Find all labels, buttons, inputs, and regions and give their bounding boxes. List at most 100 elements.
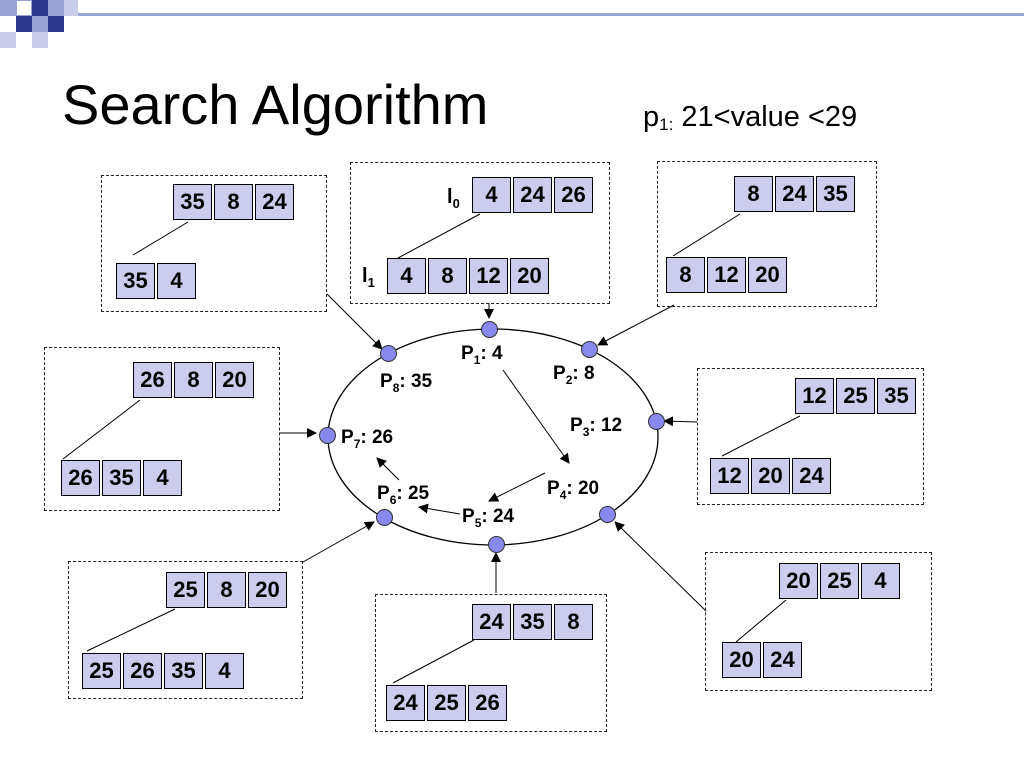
peer-label-p5: P5: 24	[462, 506, 515, 530]
table-cell: 4	[143, 460, 182, 496]
table-cell: 35	[816, 176, 855, 212]
table-cell: 20	[248, 572, 287, 608]
level-label-l1: l1	[362, 265, 375, 290]
table-cell: 12	[469, 258, 508, 294]
table-cell: 35	[164, 653, 203, 689]
peer-node-p2	[581, 341, 598, 358]
table-cell: 24	[792, 458, 831, 494]
tree-line-p5	[392, 639, 475, 684]
arrow-table-p4	[614, 521, 707, 612]
table-row-bottom-p1: 4 8 12 20	[387, 258, 551, 294]
decoration-bar	[78, 13, 1024, 16]
peer-label-p3: P3: 12	[570, 415, 623, 439]
peer-node-p1	[481, 321, 498, 338]
tree-line-p7	[62, 399, 141, 460]
peer-node-p5	[488, 536, 505, 553]
level-label-l0: l0	[447, 186, 460, 211]
table-row-bottom-p8: 35 4	[116, 263, 198, 299]
table-cell: 24	[472, 604, 511, 640]
routing-table-p8	[101, 175, 327, 312]
table-cell: 8	[734, 176, 773, 212]
table-cell: 26	[468, 685, 507, 721]
table-cell: 35	[116, 263, 155, 299]
route-p5-p6	[418, 503, 461, 515]
table-cell: 12	[707, 257, 746, 293]
arrow-table-p2	[597, 304, 675, 346]
table-row-top-p4: 20 25 4	[779, 563, 902, 599]
page-title: Search Algorithm	[62, 73, 489, 136]
peer-label-p2: P2: 8	[553, 363, 595, 387]
table-cell: 20	[751, 458, 790, 494]
table-cell: 35	[513, 604, 552, 640]
routing-table-p3	[697, 368, 924, 505]
table-cell: 4	[205, 653, 244, 689]
tree-line-p1	[397, 213, 481, 259]
table-row-top-p7: 26 8 20	[133, 362, 256, 398]
table-row-top-p3: 12 25 35	[795, 378, 918, 414]
tree-line-p2	[672, 213, 741, 257]
table-row-top-p6: 25 8 20	[166, 572, 289, 608]
table-cell: 24	[513, 177, 552, 213]
routing-table-p6	[68, 561, 303, 699]
table-cell: 26	[133, 362, 172, 398]
table-cell: 20	[748, 257, 787, 293]
table-cell: 24	[255, 184, 294, 220]
tree-line-p3	[721, 415, 801, 457]
peer-node-p6	[376, 509, 393, 526]
tree-line-p6	[86, 608, 176, 652]
table-cell: 20	[215, 362, 254, 398]
decoration-squares	[0, 0, 80, 55]
table-cell: 8	[666, 257, 705, 293]
table-row-top-p1: 4 24 26	[472, 177, 595, 213]
tree-line-p8	[132, 221, 189, 256]
table-cell: 4	[861, 563, 900, 599]
peer-node-p4	[599, 506, 616, 523]
table-row-bottom-p4: 20 24	[722, 642, 804, 678]
table-row-bottom-p3: 12 20 24	[710, 458, 833, 494]
routing-table-p5	[375, 594, 607, 732]
table-cell: 24	[763, 642, 802, 678]
table-cell: 26	[554, 177, 593, 213]
table-cell: 25	[82, 653, 121, 689]
table-cell: 35	[102, 460, 141, 496]
route-p4-p5	[488, 472, 546, 502]
table-row-bottom-p2: 8 12 20	[666, 257, 789, 293]
table-cell: 8	[554, 604, 593, 640]
routing-table-p2	[657, 161, 877, 307]
table-cell: 4	[472, 177, 511, 213]
query-condition: p1: 21<value <29	[643, 101, 858, 134]
peer-node-p8	[380, 345, 397, 362]
table-row-top-p5: 24 35 8	[472, 604, 595, 640]
arrow-table-p3	[663, 416, 698, 427]
table-cell: 25	[166, 572, 205, 608]
table-cell: 24	[386, 685, 425, 721]
peer-label-p7: P7: 26	[341, 427, 394, 451]
table-row-top-p2: 8 24 35	[734, 176, 857, 212]
table-cell: 25	[427, 685, 466, 721]
table-cell: 24	[775, 176, 814, 212]
route-p6-p7	[376, 457, 400, 481]
routing-table-p1	[350, 162, 610, 304]
peer-node-p7	[319, 427, 336, 444]
peer-label-p1: P1: 4	[461, 343, 503, 367]
table-cell: 4	[157, 263, 196, 299]
table-cell: 20	[779, 563, 818, 599]
table-cell: 20	[722, 642, 761, 678]
route-p1-p4	[502, 369, 570, 464]
arrow-table-p6	[302, 521, 375, 563]
table-cell: 35	[877, 378, 916, 414]
table-row-top-p8: 35 8 24	[173, 184, 296, 220]
table-cell: 35	[173, 184, 212, 220]
peer-node-p3	[648, 413, 665, 430]
peer-label-p6: P6: 25	[377, 483, 430, 507]
table-cell: 25	[836, 378, 875, 414]
table-row-bottom-p7: 26 35 4	[61, 460, 184, 496]
tree-line-p4	[735, 599, 787, 643]
table-cell: 4	[387, 258, 426, 294]
table-row-bottom-p6: 25 26 35 4	[82, 653, 246, 689]
table-cell: 26	[61, 460, 100, 496]
table-cell: 26	[123, 653, 162, 689]
table-cell: 8	[174, 362, 213, 398]
peer-label-p8: P8: 35	[380, 371, 433, 395]
